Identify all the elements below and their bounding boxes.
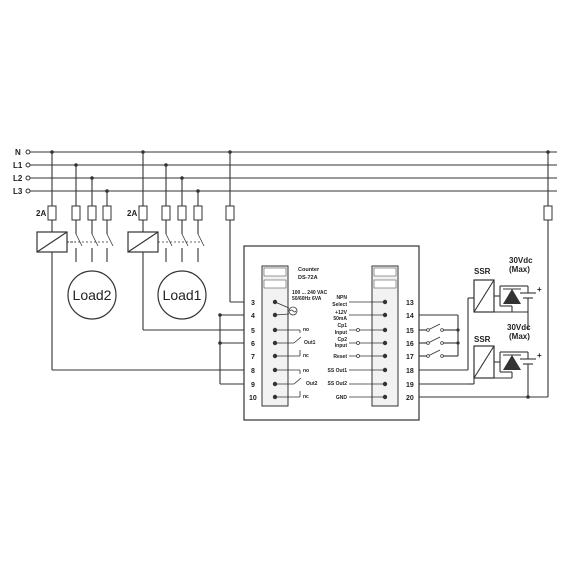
npn-label-2: Select <box>332 302 347 308</box>
terminal-16: 16 <box>406 341 414 348</box>
load2-circuit: 2A Load2 <box>36 152 117 370</box>
power-rating-1: 100 ... 240 VAC <box>292 290 328 296</box>
terminal-18: 18 <box>406 368 414 375</box>
terminal-20: 20 <box>406 395 414 402</box>
ssr-bottom-plus: + <box>537 351 542 360</box>
ssr-bottom-label: SSR <box>474 335 491 344</box>
line-label-l3: L3 <box>13 187 23 196</box>
out2-nc: nc <box>303 394 309 400</box>
terminal-13: 13 <box>406 300 414 307</box>
terminal-8: 8 <box>251 368 255 375</box>
terminal-17: 17 <box>406 354 414 361</box>
line-label-n: N <box>15 148 21 157</box>
terminal-4: 4 <box>251 313 255 320</box>
power-rating-2: 50/60Hz 6VA <box>292 296 322 302</box>
device-model: DS-72A <box>298 275 318 281</box>
fuse-label-right: 2A <box>127 209 137 218</box>
v12-label-2: 50mA <box>333 316 347 322</box>
out1-no: no <box>303 327 309 333</box>
fuse-left <box>47 205 57 221</box>
out1-label: Out1 <box>304 340 316 346</box>
reset-label: Reset <box>333 354 347 360</box>
terminal-19: 19 <box>406 382 414 389</box>
out2-label: Out2 <box>306 381 318 387</box>
junction-dots <box>50 150 550 193</box>
counter-device: 3 4 5 6 7 8 9 10 13 14 15 16 17 18 19 20… <box>243 245 420 421</box>
out1-nc: nc <box>303 353 309 359</box>
ssr-top-max: (Max) <box>509 265 530 274</box>
terminal-6: 6 <box>251 341 255 348</box>
supply-lines <box>25 149 557 194</box>
cp1-label-1: Cp1 <box>338 323 348 329</box>
line-label-l1: L1 <box>13 161 23 170</box>
diode-bottom-icon <box>503 355 521 370</box>
motor-load2 <box>67 270 117 320</box>
terminal-15: 15 <box>406 328 414 335</box>
ssr-bottom: SSR + 30Vdc (Max) <box>468 323 542 397</box>
ssr-bottom-max: (Max) <box>509 332 530 341</box>
ssr-bottom-voltage: 30Vdc <box>507 323 531 332</box>
load1-label: Load1 <box>163 287 202 303</box>
npn-label-1: NPN <box>336 295 347 301</box>
ssr-top-voltage: 30Vdc <box>509 256 533 265</box>
fuse-right <box>138 205 148 221</box>
ssr-top: SSR + 30Vdc (Max) <box>473 256 542 313</box>
load2-label: Load2 <box>73 287 112 303</box>
output-wiring <box>52 313 264 385</box>
ssr-wiring <box>419 152 553 399</box>
diode-top-icon <box>503 289 521 304</box>
device-title: Counter <box>298 267 320 273</box>
line-label-l2: L2 <box>13 174 23 183</box>
motor-load1 <box>157 270 207 320</box>
v12-label-1: +12V <box>335 310 347 316</box>
ss-out2-label: SS Out2 <box>328 381 348 387</box>
fuse-label-left: 2A <box>36 209 46 218</box>
cp1-label-2: Input <box>335 330 348 336</box>
terminal-7: 7 <box>251 354 255 361</box>
gnd-label: GND <box>336 395 348 401</box>
input-switches <box>419 314 460 358</box>
cp2-label-2: Input <box>335 343 348 349</box>
ssr-top-plus: + <box>537 285 542 294</box>
load1-circuit: 2A Load1 <box>127 152 207 330</box>
terminal-3: 3 <box>251 300 255 307</box>
ss-out1-label: SS Out1 <box>328 368 348 374</box>
cp2-label-1: Cp2 <box>338 337 348 343</box>
terminal-5: 5 <box>251 328 255 335</box>
out2-no: no <box>303 368 309 374</box>
terminal-10: 10 <box>249 395 257 402</box>
ssr-top-label: SSR <box>474 267 491 276</box>
terminal-9: 9 <box>251 382 255 389</box>
terminal-14: 14 <box>406 313 414 320</box>
